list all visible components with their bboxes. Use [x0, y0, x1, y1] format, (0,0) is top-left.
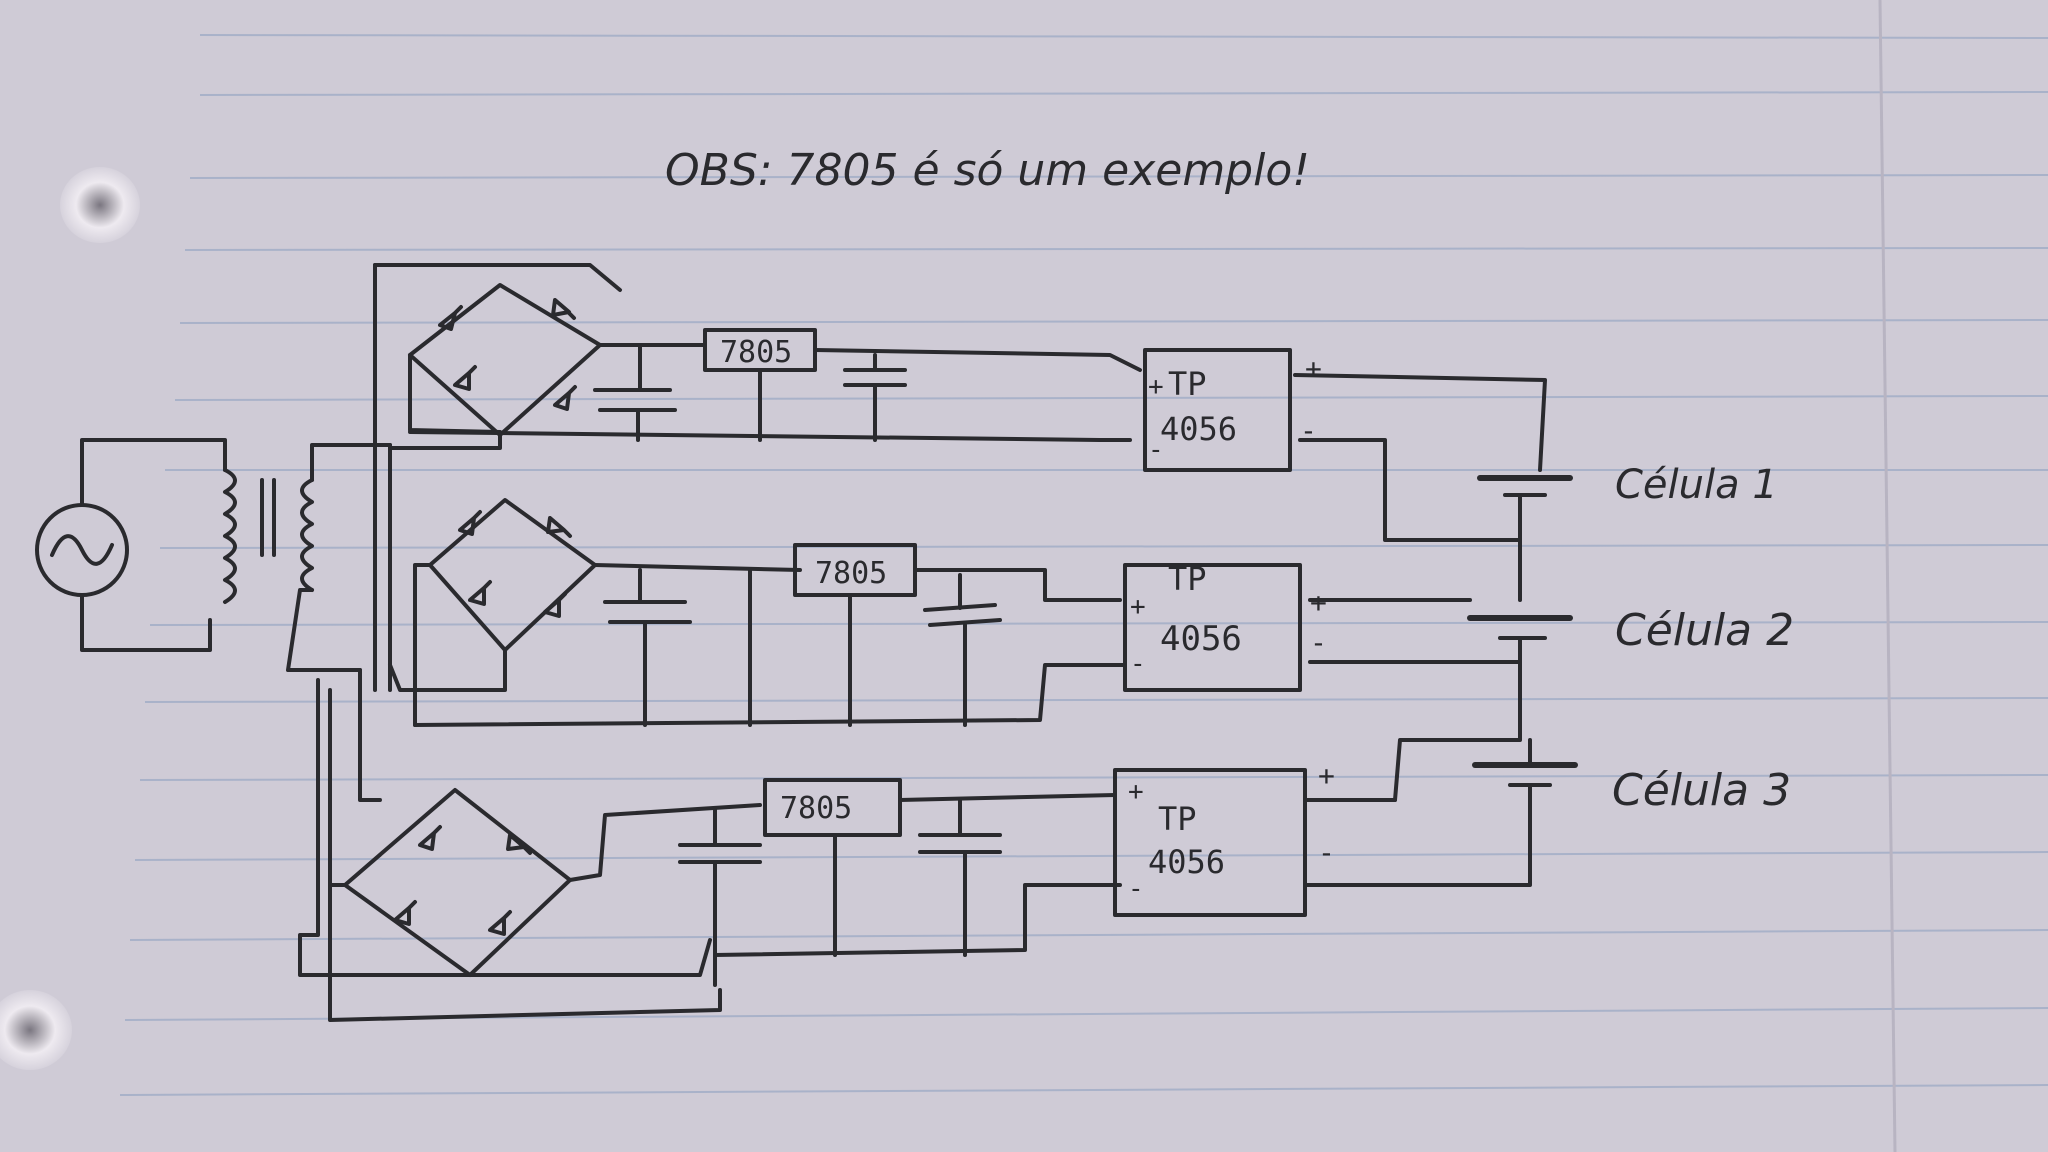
ruled-lines	[119, 0, 2048, 1152]
regulator-1-label: 7805	[720, 335, 792, 370]
cell-1-label: Célula 1	[1615, 462, 1778, 508]
charger-2-minus-out: -	[1310, 626, 1327, 659]
regulator-3-label: 7805	[780, 791, 852, 826]
charger-module-1: + TP 4056 - + -	[1143, 348, 1322, 472]
stage3-wiring	[713, 793, 1122, 957]
battery-stack	[1293, 373, 1578, 887]
charger-module-2: + TP 4056 - + -	[1123, 560, 1327, 692]
secondary-rails	[298, 263, 722, 1022]
charger-1-plus-in: +	[1148, 372, 1164, 402]
charger-1-minus-in: -	[1148, 435, 1164, 465]
input-capacitor-1	[593, 343, 677, 442]
charger-2-line2: 4056	[1160, 619, 1242, 659]
charger-2-line1: TP	[1168, 560, 1207, 598]
input-capacitor-3	[678, 808, 762, 987]
charger-1-minus-out: -	[1300, 414, 1317, 447]
regulator-2-label: 7805	[815, 556, 887, 591]
regulator-1: 7805	[703, 328, 817, 372]
charger-2-minus-in: -	[1130, 649, 1146, 679]
input-capacitor-2	[593, 563, 802, 727]
regulator-2: 7805	[793, 543, 917, 597]
binder-hole	[60, 167, 140, 243]
charger-3-line1: TP	[1158, 800, 1197, 838]
charger-1-line2: 4056	[1160, 410, 1237, 448]
charger-2-plus-out: +	[1310, 586, 1327, 619]
output-capacitor-2	[923, 573, 1002, 727]
bridge-rectifier-3	[328, 788, 762, 977]
ground-rail-1	[408, 430, 1132, 442]
cell-3-label: Célula 3	[1612, 765, 1791, 816]
charger-3-line2: 4056	[1148, 843, 1225, 881]
stage1-wiring	[638, 343, 1142, 442]
binder-hole	[0, 990, 72, 1070]
charger-2-plus-in: +	[1130, 592, 1146, 622]
ac-source	[35, 438, 227, 652]
charger-3-minus-in: -	[1128, 874, 1144, 904]
bridge-rectifier-2	[388, 498, 597, 727]
bridge-rectifier-1	[388, 283, 602, 450]
output-capacitor-1	[843, 353, 907, 442]
stage2-wiring	[413, 568, 1127, 727]
charger-1-line1: TP	[1168, 365, 1207, 403]
transformer	[223, 443, 392, 672]
charger-1-plus-out: +	[1305, 352, 1322, 385]
charger-3-minus-out: -	[1318, 836, 1335, 869]
regulator-3: 7805	[763, 778, 902, 837]
charger-3-plus-out: +	[1318, 759, 1335, 792]
cell-2-label: Célula 2	[1615, 605, 1794, 656]
note-text: OBS: 7805 é só um exemplo!	[665, 145, 1310, 196]
output-capacitor-3	[918, 798, 1002, 957]
charger-module-3: + TP 4056 - + -	[1113, 759, 1335, 917]
charger-3-plus-in: +	[1128, 777, 1144, 807]
